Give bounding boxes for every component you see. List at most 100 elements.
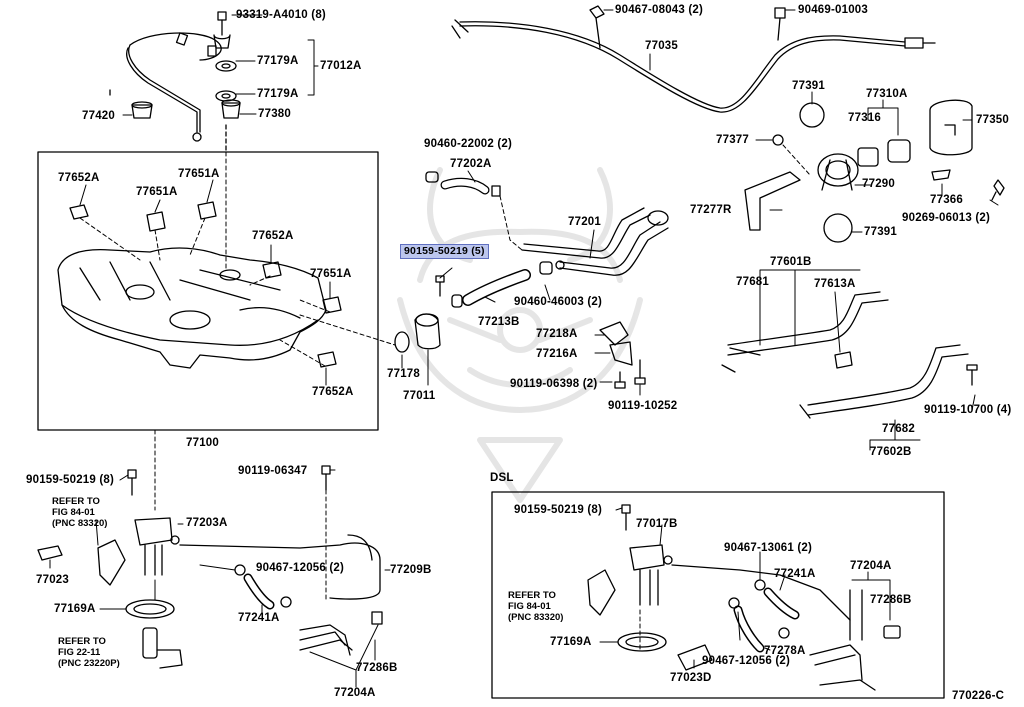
part-label-77278a[interactable]: 77278A	[764, 645, 806, 657]
part-label-77169a-right[interactable]: 77169A	[550, 636, 592, 648]
lower-left-leaders	[49, 469, 391, 688]
filler-housing-77290	[817, 153, 859, 191]
part-label-77651a-1[interactable]: 77651A	[178, 168, 220, 180]
part-label-77201[interactable]: 77201	[568, 216, 601, 228]
part-label-77366[interactable]: 77366	[930, 194, 963, 206]
part-label-90159-50219-dsl[interactable]: 90159-50219 (8)	[514, 504, 603, 516]
part-label-77241a-left[interactable]: 77241A	[238, 612, 280, 624]
fuel-tank-77100	[57, 247, 327, 369]
part-label-77213b[interactable]: 77213B	[478, 316, 520, 328]
part-label-90119-06347[interactable]: 90119-06347	[238, 465, 308, 477]
pad-77023	[37, 545, 63, 561]
part-label-90460-46003[interactable]: 90460-46003 (2)	[514, 296, 603, 308]
part-label-77652a-2[interactable]: 77652A	[252, 230, 294, 242]
part-label-77310a[interactable]: 77310A	[866, 88, 908, 100]
part-label-77651a-3[interactable]: 77651A	[310, 268, 352, 280]
dsl-frame	[491, 491, 945, 699]
part-label-77202a[interactable]: 77202A	[450, 158, 492, 170]
part-label-77316[interactable]: 77316	[848, 112, 881, 124]
hinge-77366	[931, 169, 951, 181]
part-label-77218a[interactable]: 77218A	[536, 328, 578, 340]
part-label-90119-06398[interactable]: 90119-06398 (2)	[510, 378, 598, 390]
part-label-77017b[interactable]: 77017B	[636, 518, 678, 530]
part-label-77391-bottom[interactable]: 77391	[864, 226, 897, 238]
part-label-77681[interactable]: 77681	[736, 276, 769, 288]
bolt-93319	[213, 11, 231, 49]
part-label-77391-top[interactable]: 77391	[792, 80, 825, 92]
part-label-77652a-3[interactable]: 77652A	[312, 386, 354, 398]
leader-dash	[299, 314, 396, 346]
dsl-title: DSL	[490, 472, 514, 484]
clamp	[491, 185, 501, 197]
part-label-90119-10252[interactable]: 90119-10252	[608, 400, 678, 412]
clip-90467-08043	[589, 5, 605, 49]
part-label-77350[interactable]: 77350	[976, 114, 1009, 126]
part-label-77204a-right[interactable]: 77204A	[850, 560, 892, 572]
part-label-77023[interactable]: 77023	[36, 574, 69, 586]
part-label-77682[interactable]: 77682	[882, 423, 915, 435]
leader-lines	[401, 349, 429, 386]
part-label-77209b[interactable]: 77209B	[390, 564, 432, 576]
part-label-77178[interactable]: 77178	[387, 368, 420, 380]
part-label-77035[interactable]: 77035	[645, 40, 678, 52]
part-label-77377[interactable]: 77377	[716, 134, 749, 146]
part-label-90469-01003[interactable]: 90469-01003	[798, 4, 868, 16]
part-label-93319-a4010[interactable]: 93319-A4010 (8)	[236, 9, 326, 21]
part-label-77286b-left[interactable]: 77286B	[356, 662, 398, 674]
cushion-77420	[131, 101, 153, 119]
part-label-77652a-1[interactable]: 77652A	[58, 172, 100, 184]
part-label-90159-50219-left[interactable]: 90159-50219 (8)	[26, 474, 115, 486]
fuel-lid-77350	[929, 99, 973, 156]
band-bolts-90119-10700	[966, 364, 978, 386]
part-label-77277r[interactable]: 77277R	[690, 204, 732, 216]
part-label-90269-06013[interactable]: 90269-06013 (2)	[902, 212, 991, 224]
part-label-77651a-2[interactable]: 77651A	[136, 186, 178, 198]
part-label-90159-50219-highlighted[interactable]: 90159-50219 (5)	[400, 244, 489, 259]
part-label-77241a-right[interactable]: 77241A	[774, 568, 816, 580]
bolts-90159-50219	[435, 275, 445, 297]
tank-pad-leaders	[79, 217, 331, 367]
part-label-77602b[interactable]: 77602B	[870, 446, 912, 458]
bolt-90119-06347	[321, 465, 331, 601]
part-label-77613a[interactable]: 77613A	[814, 278, 856, 290]
hose-77202A	[440, 177, 490, 195]
part-label-77204a-left[interactable]: 77204A	[334, 687, 376, 699]
leader-dash	[499, 195, 523, 251]
clamp-90460-22002	[425, 171, 439, 183]
part-label-77286b-right[interactable]: 77286B	[870, 594, 912, 606]
part-label-90467-12056-right[interactable]: 90467-12056 (2)	[702, 655, 791, 667]
part-label-77601b[interactable]: 77601B	[770, 256, 812, 268]
pad-77023D	[677, 644, 713, 671]
clip-90467-13061	[754, 579, 766, 591]
sender-gauge-77203A	[97, 517, 180, 586]
part-label-77179a-top[interactable]: 77179A	[257, 55, 299, 67]
part-label-77420[interactable]: 77420	[82, 110, 115, 122]
part-label-77203a[interactable]: 77203A	[186, 517, 228, 529]
part-label-90467-13061[interactable]: 90467-13061 (2)	[724, 542, 813, 554]
part-label-77290[interactable]: 77290	[862, 178, 895, 190]
tank-band-77601B	[721, 291, 889, 373]
cushion-77380	[221, 99, 241, 119]
part-label-77169a-left[interactable]: 77169A	[54, 603, 96, 615]
hose-77213B	[451, 261, 553, 308]
part-label-77012a[interactable]: 77012A	[320, 60, 362, 72]
part-label-77216a[interactable]: 77216A	[536, 348, 578, 360]
part-label-77100[interactable]: 77100	[186, 437, 219, 449]
hose-77241A-r	[763, 587, 800, 620]
part-label-77380[interactable]: 77380	[258, 108, 291, 120]
sub-tank-77011	[414, 313, 441, 350]
part-label-90460-22002[interactable]: 90460-22002 (2)	[424, 138, 513, 150]
dsl-lines	[639, 564, 851, 651]
tank-leaders	[79, 151, 331, 386]
part-label-90467-12056-left[interactable]: 90467-12056 (2)	[256, 562, 345, 574]
part-label-90119-10700[interactable]: 90119-10700 (4)	[924, 404, 1012, 416]
part-label-77011[interactable]: 77011	[403, 390, 436, 402]
part-label-90467-08043[interactable]: 90467-08043 (2)	[615, 4, 704, 16]
fuel-line-77209B	[179, 534, 381, 600]
leader-lines-top-left	[122, 14, 319, 116]
part-label-77179a-bottom[interactable]: 77179A	[257, 88, 299, 100]
part-label-77023d[interactable]: 77023D	[670, 672, 712, 684]
